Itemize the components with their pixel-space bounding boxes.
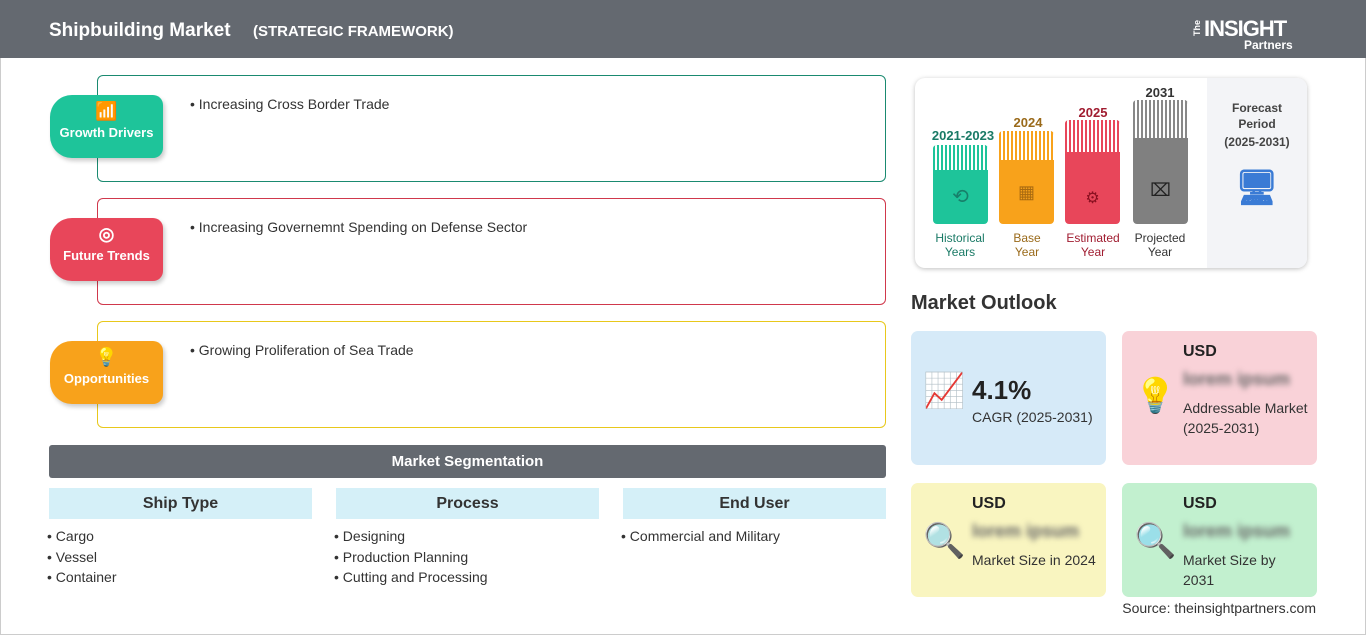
segment-header-ship-type: Ship Type [49,488,312,519]
blurred-value: lorem ipsum [1183,521,1291,541]
card-description: Market Size in 2024 [972,552,1096,568]
bar-projected: ⌧ [1133,100,1188,224]
bar-historical: ⟲ [933,145,988,224]
presentation-icon: ⌧ [1150,180,1171,200]
future-trend-item: • Increasing Governemnt Spending on Defe… [190,219,528,235]
currency-label: USD [1183,343,1217,360]
opportunities-box: • Growing Proliferation of Sea Trade [97,321,886,428]
list-item: • Vessel [47,548,98,565]
opportunities-badge: 💡Opportunities [50,341,163,404]
cagr-card: 📈 4.1% CAGR (2025-2031) [911,331,1106,465]
blurred-value: lorem ipsum [1183,369,1291,389]
history-icon: ⟲ [952,186,969,208]
opportunity-item: • Growing Proliferation of Sea Trade [190,342,414,358]
segmentation-title: Market Segmentation [49,445,886,478]
growth-driver-item: • Increasing Cross Border Trade [190,96,390,112]
list-item: • Cargo [47,528,94,544]
magnifier-chart-icon: 🔍 [923,522,966,560]
list-item: • Designing [334,528,406,544]
currency-label: USD [1183,495,1217,512]
year-base: 2024 [1013,115,1043,130]
addressable-market-card: 💡 USD lorem ipsum Addressable Market (20… [1122,331,1317,465]
market-size-2031-card: 🔍 USD lorem ipsum Market Size by 2031 [1122,483,1317,597]
cagr-value: 4.1% [972,375,1032,405]
list-item: • Production Planning [334,548,469,565]
magnifier-chart-icon: 🔍 [1134,522,1177,560]
end-user-list: • Commercial and Military [621,526,780,547]
process-list: • Designing • Production Planning • Cutt… [334,526,488,588]
page-subtitle: (STRATEGIC FRAMEWORK) [253,23,454,40]
ship-type-list: • Cargo • Vessel • Container [47,526,117,588]
source-text: Source: theinsightpartners.com [1122,600,1316,616]
header: Shipbuilding Market (STRATEGIC FRAMEWORK… [0,0,1366,58]
calendar-icon: ▦ [1017,182,1035,202]
dollar-bulb-icon: 💡 [1134,377,1177,415]
list-item: • Cutting and Processing [334,569,488,585]
year-projected: 2031 [1145,85,1175,100]
settings-chart-icon: ⚙ [1085,190,1100,207]
target-icon: ◎ [98,224,115,244]
growth-chart-icon: 📈 [923,372,966,410]
list-item: • Container [47,569,117,585]
growth-drivers-box: • Increasing Cross Border Trade [97,75,886,182]
card-description: Market Size by 2031 [1183,552,1276,588]
blurred-value: lorem ipsum [972,521,1080,541]
segment-header-end-user: End User [623,488,886,519]
market-size-2024-card: 🔍 USD lorem ipsum Market Size in 2024 [911,483,1106,597]
currency-label: USD [972,495,1006,512]
list-item: • Commercial and Military [621,528,780,544]
future-trends-badge: ◎Future Trends [50,218,163,281]
year-estimated: 2025 [1078,105,1108,120]
bar-base: ▦ [999,131,1054,224]
future-trends-box: • Increasing Governemnt Spending on Defe… [97,198,886,305]
card-description: Addressable Market (2025-2031) [1183,400,1308,436]
market-outlook-title: Market Outlook [911,292,1057,314]
bar-estimated: ⚙ [1065,120,1120,224]
lightbulb-hand-icon: 💡 [95,347,118,367]
chart-growth-icon: 📶 [95,101,118,121]
growth-drivers-badge: 📶Growth Drivers [50,95,163,158]
analytics-illustration-icon: 🖥 [1235,169,1279,207]
timeline-card: 2021-2023 ⟲ 2024 ▦ 2025 ⚙ 2031 ⌧ Histori… [915,78,1307,268]
cagr-label: CAGR (2025-2031) [972,409,1093,425]
segment-header-process: Process [336,488,599,519]
year-historical: 2021-2023 [931,128,995,143]
page-title: Shipbuilding Market [49,20,231,41]
